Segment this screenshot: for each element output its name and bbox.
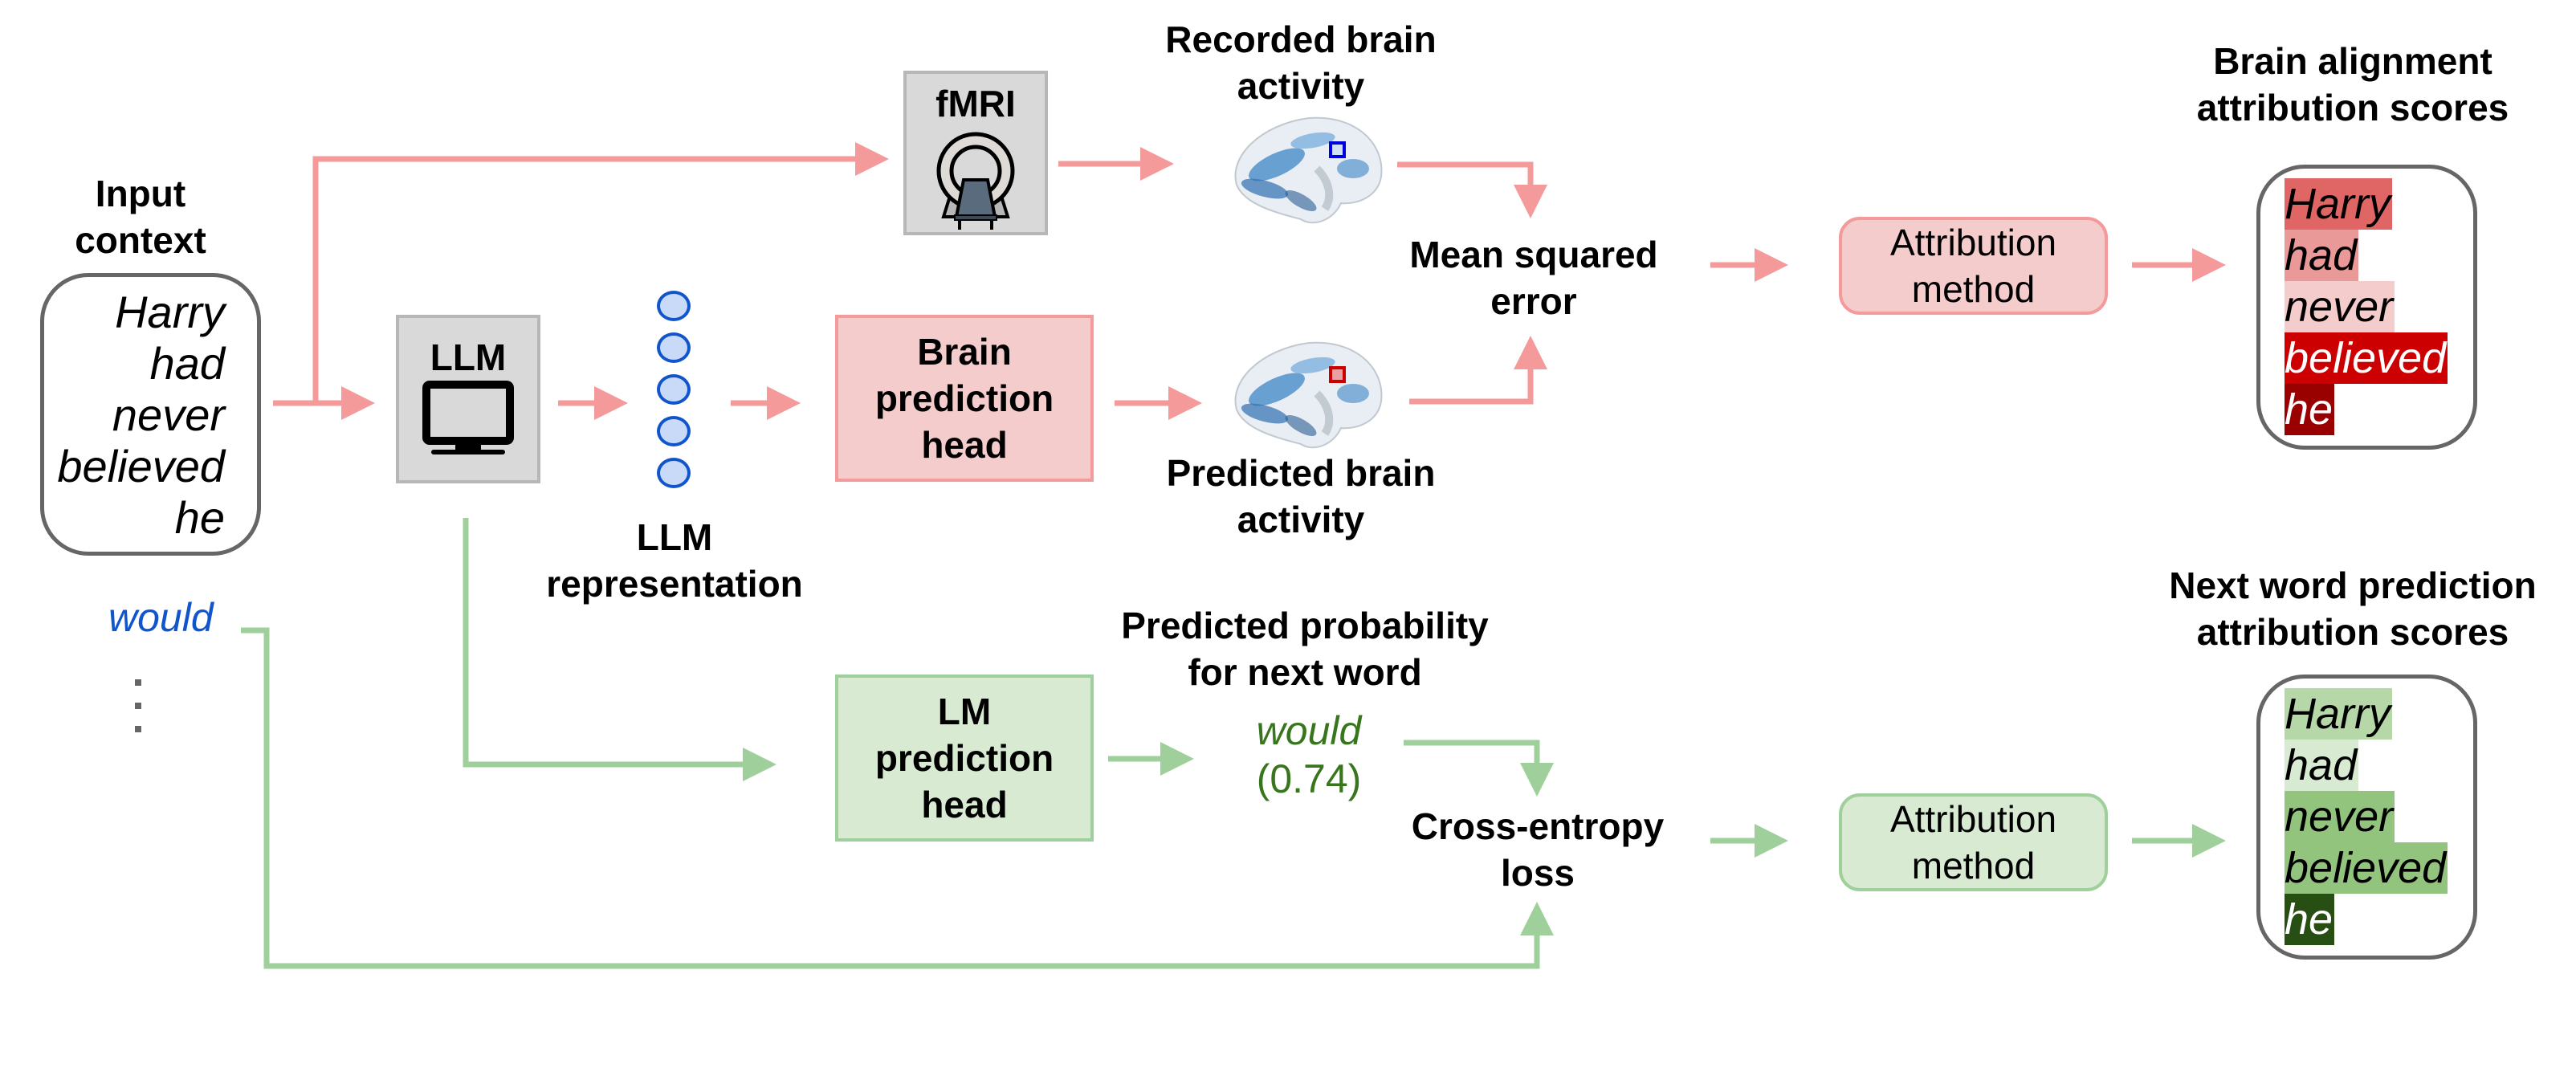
representation-unit [657,458,691,488]
input-word: had [149,338,225,389]
ellipsis-dot [135,679,141,686]
lm-score-word: believed [2285,842,2448,894]
brain-score-word: believed [2285,332,2448,384]
input-word: Harry [115,287,225,337]
arrow-input-to-fmri [312,142,889,403]
input-context-box: Harry had never believed he [40,273,261,556]
monitor-icon [422,381,514,454]
input-context-title: Input context [75,173,206,261]
attribution-method-lm: Attribution method [1839,793,2108,891]
llm-box: LLM [396,315,540,483]
brain-score-word: he [2285,384,2335,435]
lm-score-word: he [2285,894,2335,945]
arrow-llm-to-lm-head [463,518,776,781]
recorded-brain-image [1234,116,1383,224]
brain-score-word: never [2285,281,2395,332]
ellipsis-dot [135,703,141,709]
input-word: believed [57,441,225,491]
brain-score-word: Harry [2285,178,2392,230]
brain-prediction-head-box: Brain prediction head [835,315,1094,482]
lm-scores-title: Next word prediction attribution scores [2169,564,2537,653]
next-word-target: would [108,595,214,640]
brain-scores-title: Brain alignment attribution scores [2196,40,2509,128]
arrow-word-to-ce [1404,740,1554,797]
predicted-word: would [1256,708,1362,753]
lm-score-word: had [2285,740,2359,791]
lm-scores-box: Harry had never believed he [2256,675,2477,960]
brain-score-word: had [2285,230,2359,281]
predicted-probability-value: (0.74) [1256,756,1362,801]
brain-scores-box: Harry had never believed he [2256,165,2477,450]
cross-entropy-label: Cross-entropy loss [1411,805,1665,894]
mse-label: Mean squared error [1409,234,1658,322]
input-word: he [174,492,225,543]
lm-score-word: never [2285,791,2395,842]
ellipsis-dot [135,726,141,732]
mri-scanner-icon [936,132,1015,230]
fmri-box: fMRI [903,71,1048,235]
predicted-word-output: would (0.74) [1229,707,1389,803]
input-word: never [112,389,225,440]
arrow-target-to-ce [241,627,1554,969]
representation-unit [657,374,691,405]
lm-score-word: Harry [2285,688,2392,740]
arrow-recorded-to-mse [1397,161,1547,218]
predicted-brain-image [1234,341,1383,449]
representation-label: LLM representation [546,516,803,605]
predicted-voxel-marker [1329,366,1346,383]
representation-unit [657,291,691,321]
predicted-brain-label: Predicted brain activity [1166,452,1436,540]
representation-unit [657,416,691,446]
arrow-predicted-to-mse [1409,336,1547,405]
representation-unit [657,332,691,363]
lm-prediction-head-box: LM prediction head [835,675,1094,842]
recorded-voxel-marker [1329,141,1346,158]
predicted-probability-label: Predicted probability for next word [1121,605,1489,693]
recorded-brain-label: Recorded brain activity [1165,18,1437,107]
attribution-method-brain: Attribution method [1839,217,2108,315]
